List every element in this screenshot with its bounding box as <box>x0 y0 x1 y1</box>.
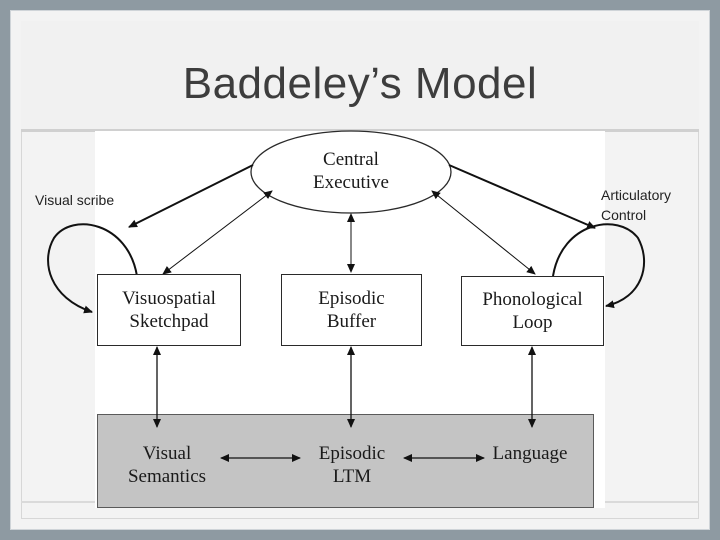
title-band: Baddeley’s Model <box>21 21 699 129</box>
articulatory-control-loop <box>552 223 646 309</box>
arrow-ce-to-visual-scribe <box>128 164 254 228</box>
arrow-ce-sketchpad <box>162 190 273 275</box>
phonological-loop-box: Phonological Loop <box>461 276 604 346</box>
language-label: Language <box>492 443 568 464</box>
visuospatial-sketchpad-box: Visuospatial Sketchpad <box>97 274 241 346</box>
episodic-ltm-label: Episodic LTM <box>318 443 386 487</box>
visual-scribe-loop <box>47 223 138 314</box>
articulatory-control-label: Articulatory Control <box>601 187 672 223</box>
arrow-ce-to-articulatory-control <box>448 164 596 229</box>
long-term-memory-band <box>97 414 594 508</box>
arrow-ce-loop <box>431 190 536 275</box>
visual-semantics-label: Visual Semantics <box>127 443 207 487</box>
visual-scribe-label: Visual scribe <box>35 192 115 208</box>
slide-title: Baddeley’s Model <box>182 59 538 108</box>
central-executive-label: Central Executive <box>313 149 389 193</box>
episodic-buffer-box: Episodic Buffer <box>281 274 422 346</box>
